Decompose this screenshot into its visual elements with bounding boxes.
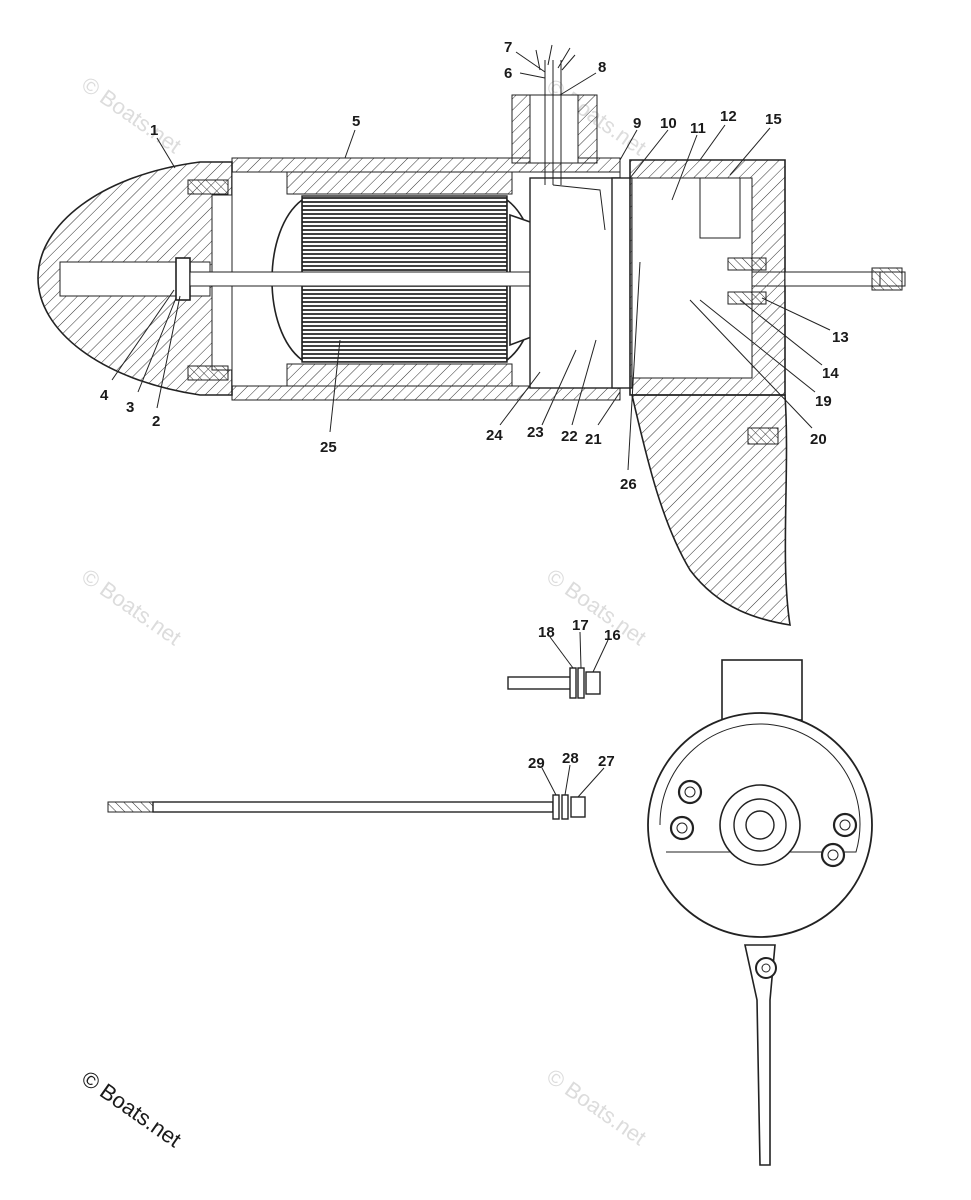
bolt-head-16 (585, 671, 601, 695)
end-plate (611, 177, 633, 389)
callout-23: 23 (527, 424, 544, 441)
callout-4: 4 (100, 387, 109, 404)
callout-22: 22 (561, 428, 578, 445)
callout-27: 27 (598, 753, 615, 770)
callout-7: 7 (504, 39, 512, 56)
callout-9: 9 (633, 115, 641, 132)
nose-bolt-bottom (187, 365, 229, 381)
end-view-inner-recess (659, 723, 861, 853)
callout-21: 21 (585, 431, 602, 448)
watermark-3: © Boats.net (77, 564, 186, 651)
screw-hole-3-inner (839, 819, 851, 831)
callout-20: 20 (810, 431, 827, 448)
washer-18 (569, 667, 577, 699)
leader-lines (111, 51, 831, 798)
threaded-shaft-end (871, 267, 903, 291)
bolt-head-27 (570, 796, 586, 818)
end-view-neck (721, 659, 803, 721)
callout-3: 3 (126, 399, 134, 416)
skeg-insert (747, 427, 779, 445)
nose-bearing (175, 257, 191, 301)
brush-plate (529, 177, 621, 389)
wire-frayed-ends (535, 44, 576, 71)
screw-hole-4-inner (827, 849, 839, 861)
callout-24: 24 (486, 427, 503, 444)
bolt-assembly-16-18 (507, 667, 601, 699)
callout-14: 14 (822, 365, 839, 382)
end-view-hub-inner (745, 810, 775, 840)
callout-10: 10 (660, 115, 677, 132)
nose-bolt-top (187, 179, 229, 195)
callout-19: 19 (815, 393, 832, 410)
callout-11: 11 (690, 120, 706, 137)
watermark-1: © Boats.net (77, 72, 186, 159)
seal-top (727, 257, 767, 271)
callout-12: 12 (720, 108, 737, 125)
callout-17: 17 (572, 617, 589, 634)
motor-cross-section (37, 44, 906, 626)
callout-18: 18 (538, 624, 555, 641)
screw-hole-2-inner (676, 822, 688, 834)
wire-lead (552, 184, 606, 231)
callout-5: 5 (352, 113, 360, 130)
callout-1: 1 (150, 122, 158, 139)
washer-28 (561, 794, 569, 820)
shaft-extension (784, 271, 881, 287)
callout-15: 15 (765, 111, 782, 128)
bolt-shank (507, 676, 573, 690)
callout-16: 16 (604, 627, 621, 644)
through-bolt-thread (107, 801, 154, 813)
callout-13: 13 (832, 329, 849, 346)
magnet-top (286, 171, 513, 195)
magnet-bottom (286, 363, 513, 387)
wire-neck-bore (529, 94, 579, 164)
callout-25: 25 (320, 439, 337, 456)
skeg-fin (630, 394, 791, 626)
callout-2: 2 (152, 413, 160, 430)
washer-29 (552, 794, 560, 820)
through-bolt-shank (152, 801, 554, 813)
callout-28: 28 (562, 750, 579, 767)
wire-bundle (544, 60, 562, 185)
seal-bottom (727, 291, 767, 305)
through-bolt-27-29 (107, 794, 586, 820)
end-view (647, 659, 873, 1166)
washer-17 (577, 667, 585, 699)
end-view-fin (744, 944, 776, 1166)
callout-8: 8 (598, 59, 606, 76)
callout-6: 6 (504, 65, 512, 82)
watermark-4: © Boats.net (542, 564, 651, 651)
screw-hole-1-inner (684, 786, 696, 798)
callout-26: 26 (620, 476, 637, 493)
callouts: 1 2 3 4 5 6 7 8 9 10 11 12 13 14 15 16 1… (100, 39, 849, 772)
fin-screw-inner (761, 963, 771, 973)
watermark-5: © Boats.net (542, 1064, 651, 1151)
copyright-text: © Boats.net (77, 1066, 186, 1153)
callout-29: 29 (528, 755, 545, 772)
tail-chamber-top (699, 177, 741, 239)
